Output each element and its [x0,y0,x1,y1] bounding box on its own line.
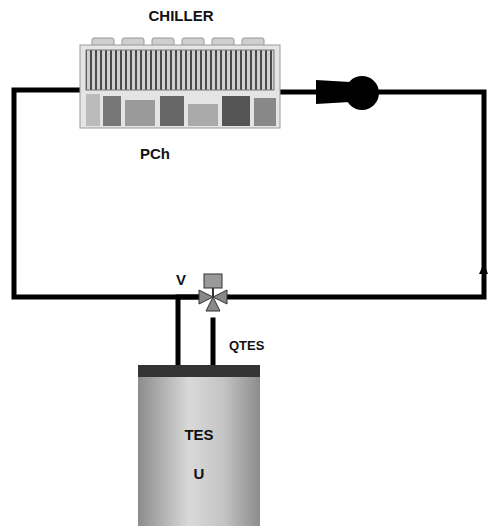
three-way-valve: V [198,274,228,320]
pipe-line [14,90,198,297]
chiller-unit: CHILLER PCh [80,6,282,162]
storage-tank: TES U [138,365,260,526]
node-title: CHILLER [80,8,282,25]
pipe-line [178,297,198,365]
node-symbol: PCh [140,146,170,163]
flow-label: QTES [227,339,266,353]
flow-arrow [479,263,488,274]
chiller-illustration [80,38,280,128]
pipe-line [228,92,484,297]
pipe-line [211,320,216,365]
node-title: V [176,272,186,289]
node-title: TES [184,427,213,444]
valve-symbol [199,274,227,311]
pump-symbol [316,76,379,110]
node-symbol: U [194,466,205,483]
